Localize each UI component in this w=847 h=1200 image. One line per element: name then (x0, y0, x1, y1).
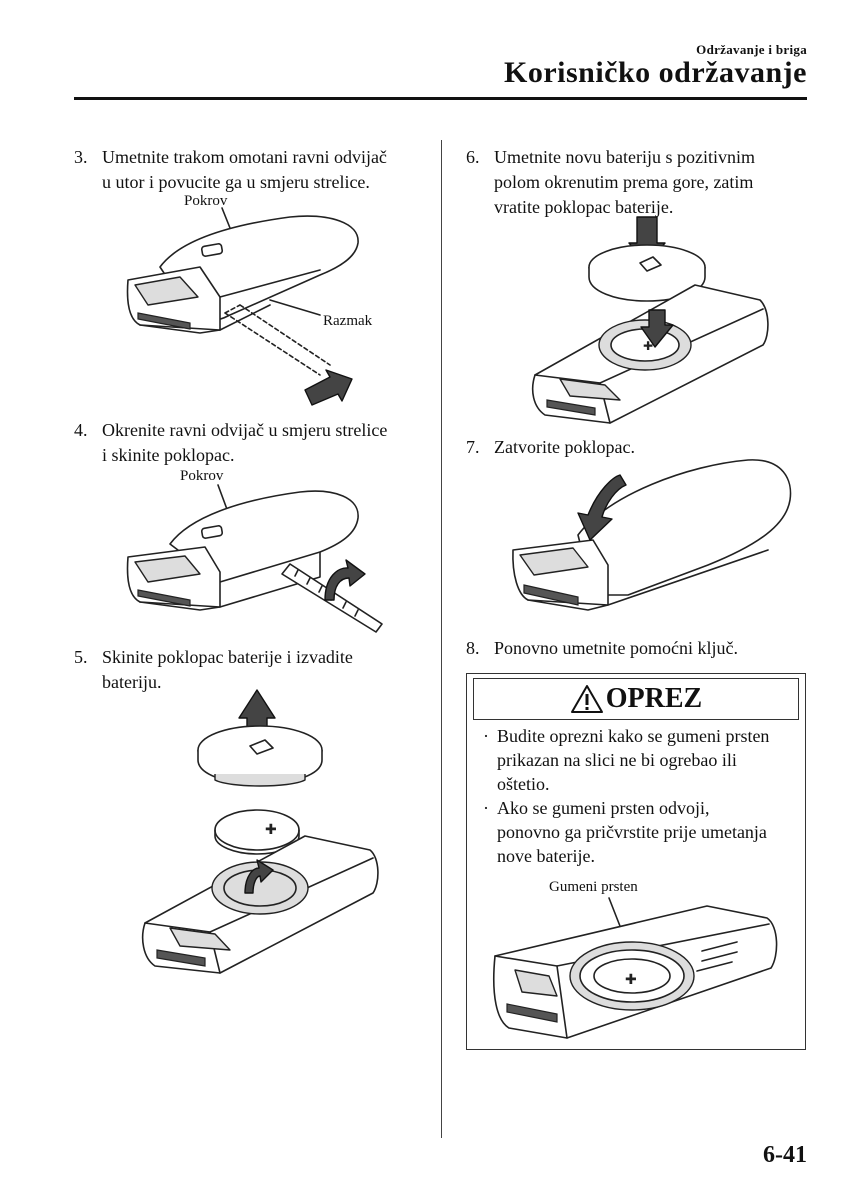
bullet-line: Budite oprezni kako se gumeni prsten (497, 726, 770, 746)
svg-text:✚: ✚ (643, 339, 653, 353)
bullet-line: Ako se gumeni prsten odvoji, (497, 798, 710, 818)
step-8: 8. Ponovno umetnite pomoćni ključ. (466, 636, 806, 661)
step-text-line: bateriju. (102, 672, 162, 692)
column-divider (441, 140, 442, 1138)
svg-text:✚: ✚ (625, 972, 637, 988)
label-pokrov: Pokrov (184, 193, 228, 209)
section-title: Održavanje i briga (696, 42, 807, 57)
step-text-line: i skinite poklopac. (102, 445, 235, 465)
bullet-line: oštetio. (497, 774, 550, 794)
step-text-line: Okrenite ravni odvijač u smjeru strelice (102, 420, 388, 440)
step-number: 3. (74, 147, 88, 167)
page-number: 6-41 (763, 1142, 807, 1168)
step-3: 3. Umetnite trakom omotani ravni odvijač… (74, 145, 434, 195)
svg-text:✚: ✚ (265, 822, 277, 838)
label-razmak: Razmak (323, 313, 373, 329)
step-number: 5. (74, 647, 88, 667)
bullet-mark: · (483, 798, 489, 818)
caution-bullet: · Budite oprezni kako se gumeni prsten p… (481, 724, 801, 796)
step-text-line: Zatvorite poklopac. (494, 437, 635, 457)
label-pokrov: Pokrov (180, 468, 224, 484)
step-text-line: polom okrenutim prema gore, zatim (494, 172, 754, 192)
close-cover-illustration (512, 459, 792, 611)
step-number: 4. (74, 420, 88, 440)
key-fob-cover-gap-illustration (126, 207, 359, 406)
step-number: 6. (466, 147, 480, 167)
bullet-line: nove baterije. (497, 846, 595, 866)
battery-insertion-illustration: ✚ (531, 216, 769, 424)
caution-bullet: · Ako se gumeni prsten odvoji, ponovno g… (481, 796, 801, 868)
step-text-line: Skinite poklopac baterije i izvadite (102, 647, 353, 667)
caution-heading: OPREZ (473, 678, 799, 720)
step-text-line: Umetnite trakom omotani ravni odvijač (102, 147, 387, 167)
step-text-line: vratite poklopac baterije. (494, 197, 674, 217)
warning-triangle-icon (570, 685, 603, 713)
rubber-ring-illustration: ✚ (492, 897, 778, 1039)
step-5: 5. Skinite poklopac baterije i izvadite … (74, 645, 434, 695)
bullet-mark: · (483, 726, 489, 746)
step-text-line: Umetnite novu bateriju s pozitivnim (494, 147, 755, 167)
step-text-line: Ponovno umetnite pomoćni ključ. (494, 638, 738, 658)
step-number: 8. (466, 638, 480, 658)
caution-heading-text: OPREZ (605, 683, 703, 714)
bullet-line: ponovno ga pričvrstite prije umetanja (497, 822, 767, 842)
label-gumeni-prsten: Gumeni prsten (549, 879, 638, 895)
battery-removal-illustration: ✚ (141, 689, 379, 974)
step-7: 7. Zatvorite poklopac. (466, 435, 806, 460)
key-fob-open-cover-illustration (126, 484, 383, 633)
step-number: 7. (466, 437, 480, 457)
caution-box: OPREZ · Budite oprezni kako se gumeni pr… (466, 673, 806, 1050)
bullet-line: prikazan na slici ne bi ogrebao ili (497, 750, 737, 770)
step-text-line: u utor i povucite ga u smjeru strelice. (102, 172, 370, 192)
step-6: 6. Umetnite novu bateriju s pozitivnim p… (466, 145, 806, 220)
caution-bullets: · Budite oprezni kako se gumeni prsten p… (481, 724, 801, 868)
header-rule (74, 97, 807, 100)
page-title: Korisničko održavanje (504, 56, 807, 89)
step-4: 4. Okrenite ravni odvijač u smjeru strel… (74, 418, 434, 468)
